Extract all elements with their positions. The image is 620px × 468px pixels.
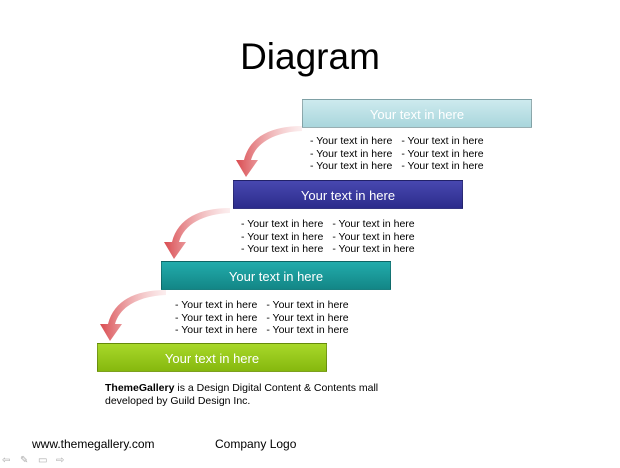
bullet-item: - Your text in here [241,218,324,230]
bullet-item: - Your text in here [266,311,349,324]
step-1-bullets: - Your text in here - Your text in here … [310,135,484,173]
bullet-item: - Your text in here [175,299,258,311]
next-slide-icon[interactable]: ⇨ [56,455,65,466]
bullet-item: - Your text in here [332,218,415,230]
bullet-item: - Your text in here [401,160,484,173]
curved-arrow-1-icon [236,126,302,177]
bullet-item: - Your text in here [332,243,415,256]
bullet-item: - Your text in here [241,243,324,256]
page-title: Diagram [240,36,380,77]
company-logo: Company Logo [215,437,297,451]
website-link[interactable]: www.themegallery.com [32,437,155,451]
bullet-item: - Your text in here [310,160,393,173]
bullet-item: - Your text in here [241,230,324,243]
bullet-item: - Your text in here [266,299,349,311]
footer-description-text: is a Design Digital Content & Contents m… [105,382,379,407]
pen-icon[interactable]: ✎ [20,455,29,466]
step-bar-1-label: Your text in here [369,107,465,122]
step-bar-3: Your text in here [161,261,391,290]
curved-arrow-2-icon [164,208,230,259]
bullet-item: - Your text in here [332,230,415,243]
bullet-item: - Your text in here [175,324,258,337]
previous-slide-icon[interactable]: ⇦ [2,455,11,466]
step-bar-2-label: Your text in here [300,188,396,203]
bullet-item: - Your text in here [401,135,484,147]
bullet-item: - Your text in here [266,324,349,337]
footer-description: ThemeGallery is a Design Digital Content… [105,382,405,408]
step-bar-3-label: Your text in here [228,269,324,284]
curved-arrow-3-icon [100,290,166,341]
brand-name: ThemeGallery [105,382,175,394]
step-3-bullets: - Your text in here - Your text in here … [175,299,349,337]
bullet-item: - Your text in here [401,147,484,160]
step-bar-2: Your text in here [233,180,463,209]
bullet-item: - Your text in here [310,147,393,160]
step-2-bullets: - Your text in here - Your text in here … [241,218,415,256]
bullet-item: - Your text in here [310,135,393,147]
step-bar-4-label: Your text in here [164,351,260,366]
slide-nav: ⇦ ✎ ▭ ⇨ [2,456,68,466]
menu-icon[interactable]: ▭ [38,455,48,466]
step-bar-1: Your text in here [302,99,532,128]
step-bar-4: Your text in here [97,343,327,372]
bullet-item: - Your text in here [175,311,258,324]
